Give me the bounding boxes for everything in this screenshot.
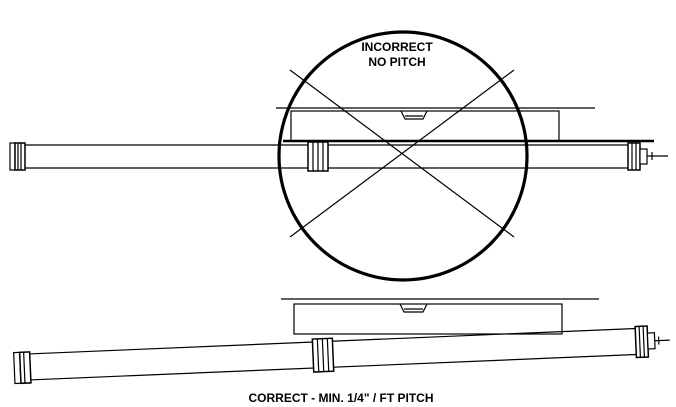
level-tube [9,141,668,172]
pitched-tube [13,325,670,385]
incorrect-subtitle: NO PITCH [368,55,425,69]
incorrect-title: INCORRECT [361,40,433,54]
spirit-level [276,107,654,143]
spirit-level-correct [281,298,599,335]
magnifier-circle [277,30,529,282]
correct-example [13,298,670,385]
incorrect-example [9,30,668,282]
correct-caption: CORRECT - MIN. 1/4" / FT PITCH [248,391,433,405]
